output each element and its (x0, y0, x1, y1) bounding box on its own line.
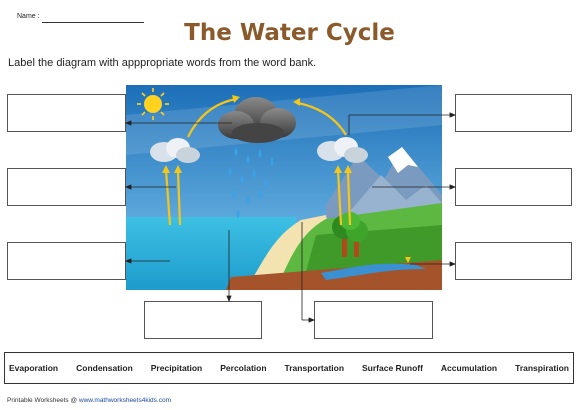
rain-cloud-icon (218, 97, 296, 143)
arrow-heads (162, 95, 411, 263)
instructions-text: Label the diagram with apppropriate word… (8, 57, 317, 69)
word-precipitation: Precipitation (150, 363, 203, 373)
answer-box-left-1[interactable] (7, 94, 126, 132)
answer-box-right-3[interactable] (455, 242, 572, 280)
word-condensation: Condensation (76, 363, 133, 373)
word-surface-runoff: Surface Runoff (362, 363, 423, 373)
word-percolation: Percolation (220, 363, 267, 373)
cloud-left-icon (150, 138, 200, 163)
water-cycle-diagram (126, 85, 442, 290)
word-bank: Evaporation Condensation Precipitation P… (4, 352, 574, 384)
word-accumulation: Accumulation (440, 363, 498, 373)
river (321, 263, 426, 280)
footer: Printable Worksheets @ www.mathworksheet… (7, 397, 171, 404)
evaporation-arrows (164, 97, 352, 226)
footer-prefix: Printable Worksheets @ (7, 397, 79, 404)
page-title: The Water Cycle (184, 20, 395, 46)
name-label: Name : (17, 13, 40, 20)
answer-box-bottom-2[interactable] (314, 301, 433, 339)
sun-icon (137, 88, 169, 120)
name-input-line[interactable] (42, 22, 144, 23)
answer-box-left-3[interactable] (7, 242, 126, 280)
answer-box-bottom-1[interactable] (144, 301, 262, 339)
cloud-right-icon (317, 137, 368, 163)
mountain-snow (388, 147, 418, 173)
rain-drops (228, 147, 274, 218)
answer-box-left-2[interactable] (7, 168, 126, 206)
trees (332, 212, 368, 257)
word-transportation: Transportation (284, 363, 345, 373)
answer-box-right-2[interactable] (455, 168, 572, 206)
word-evaporation: Evaporation (9, 363, 59, 373)
word-transpiration: Transpiration (515, 363, 569, 373)
footer-site-link[interactable]: www.mathworksheets4kids.com (78, 397, 171, 404)
answer-box-right-1[interactable] (455, 94, 572, 132)
